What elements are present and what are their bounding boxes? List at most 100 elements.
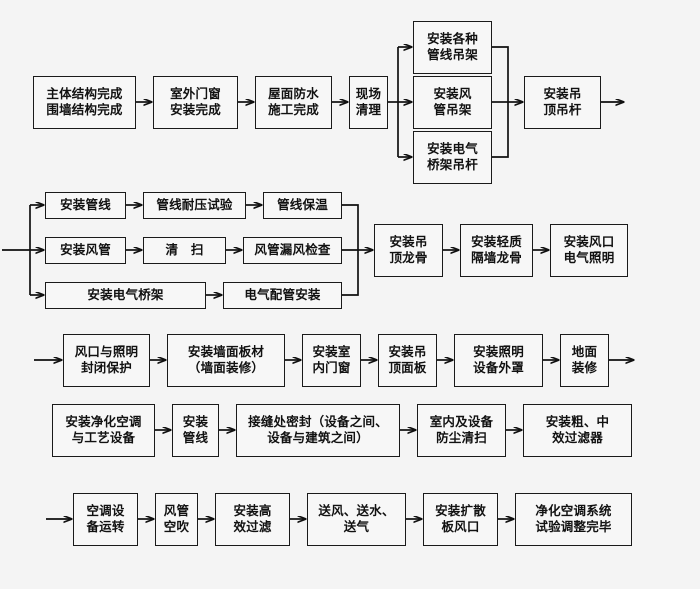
node-electrical-conduit-install[interactable]: 电气配管安装	[223, 282, 342, 309]
node-joint-sealing[interactable]: 接缝处密封（设备之间、 设备与建筑之间）	[236, 404, 400, 457]
node-line: 安装高	[233, 504, 272, 519]
node-line: 设备外罩	[473, 360, 524, 375]
node-line: 管吊架	[433, 102, 472, 117]
node-line: 试验调整完毕	[535, 519, 612, 534]
node-hvac-equipment-operation[interactable]: 空调设 备运转	[73, 493, 138, 546]
node-line: 围墙结构完成	[46, 102, 123, 117]
node-line: 安装轻质	[471, 235, 522, 250]
node-line: 与工艺设备	[71, 430, 136, 445]
node-install-cleanroom-hvac-equipment[interactable]: 安装净化空调 与工艺设备	[52, 404, 155, 457]
node-line: 安装粗、中	[545, 415, 610, 430]
node-line: 安装吊	[543, 87, 582, 102]
node-pipeline-pressure-test[interactable]: 管线耐压试验	[143, 192, 246, 219]
node-line: 安装各种	[427, 32, 478, 47]
node-line: 安装风口	[563, 235, 615, 250]
node-line: 风口与照明	[74, 345, 139, 360]
node-line: 装修	[571, 360, 598, 375]
node-line: 安装完成	[170, 102, 221, 117]
node-install-air-ducts[interactable]: 安装风管	[45, 237, 126, 264]
node-line: 效过滤器	[552, 430, 603, 445]
node-duct-air-blowing[interactable]: 风管 空吹	[155, 493, 198, 546]
node-line: 净化空调系统	[535, 504, 612, 519]
node-install-partition-keel[interactable]: 安装轻质 隔墙龙骨	[460, 224, 533, 277]
node-line: 隔墙龙骨	[471, 250, 522, 265]
node-line: 安装风	[433, 87, 472, 102]
node-install-ceiling-rods[interactable]: 安装吊 顶吊杆	[524, 76, 601, 129]
node-outlet-lighting-protection[interactable]: 风口与照明 封闭保护	[63, 334, 150, 387]
node-exterior-doors-windows[interactable]: 室外门窗 安装完成	[153, 76, 238, 129]
node-install-pipelines[interactable]: 安装管线	[45, 192, 126, 219]
node-line: 桥架吊杆	[427, 157, 478, 172]
node-line: 安装墙面板材	[187, 345, 265, 360]
node-install-electrical-tray-hangers[interactable]: 安装电气 桥架吊杆	[413, 131, 492, 184]
node-indoor-equipment-dust-cleaning[interactable]: 室内及设备 防尘清扫	[417, 404, 506, 457]
node-line: 室外门窗	[170, 87, 221, 102]
node-line: 安装扩散	[435, 504, 486, 519]
node-line: 送气	[343, 519, 370, 534]
node-line: 安装室	[312, 345, 351, 360]
node-install-lighting-covers[interactable]: 安装照明 设备外罩	[454, 334, 543, 387]
node-line: 安装	[182, 415, 209, 430]
node-line: 室内及设备	[429, 415, 494, 430]
node-install-duct-hangers[interactable]: 安装风 管吊架	[413, 76, 492, 129]
node-line: 顶面板	[388, 360, 427, 375]
node-line: 安装吊	[388, 345, 427, 360]
node-line: 顶龙骨	[389, 250, 428, 265]
node-line: 屋面防水	[268, 87, 319, 102]
node-line: 施工完成	[268, 102, 319, 117]
node-install-ceiling-panels[interactable]: 安装吊 顶面板	[378, 334, 437, 387]
node-line: 效过滤	[233, 519, 272, 534]
node-line: 送风、送水、	[318, 504, 395, 519]
node-line: 安装吊	[389, 235, 428, 250]
node-line: 空调设	[86, 504, 125, 519]
node-install-interior-doors-windows[interactable]: 安装室 内门窗	[302, 334, 361, 387]
node-line: 现场	[355, 87, 382, 102]
node-line: 封闭保护	[81, 360, 132, 375]
node-site-cleanup[interactable]: 现场 清理	[349, 76, 388, 129]
node-line: 清理	[355, 102, 382, 117]
node-line: 主体结构完成	[46, 87, 123, 102]
node-cleaning[interactable]: 清 扫	[143, 237, 226, 264]
node-line: 清 扫	[165, 242, 204, 257]
node-line: 安装照明	[473, 345, 524, 360]
node-line: 安装管线	[60, 197, 111, 212]
node-line: 电气配管安装	[244, 287, 321, 302]
node-install-ceiling-keel[interactable]: 安装吊 顶龙骨	[374, 224, 443, 277]
node-floor-finishing[interactable]: 地面 装修	[560, 334, 609, 387]
node-line: 电气照明	[563, 250, 615, 265]
node-cleanroom-hvac-commissioning-complete[interactable]: 净化空调系统 试验调整完毕	[515, 493, 632, 546]
node-install-coarse-medium-filters[interactable]: 安装粗、中 效过滤器	[523, 404, 632, 457]
node-install-hepa-filters[interactable]: 安装高 效过滤	[215, 493, 290, 546]
node-line: 管线吊架	[427, 47, 478, 62]
node-line: 地面	[571, 345, 598, 360]
node-line: 管线保温	[277, 197, 328, 212]
node-install-pipeline-hangers[interactable]: 安装各种 管线吊架	[413, 21, 492, 74]
node-duct-leak-test[interactable]: 风管漏风检查	[243, 237, 342, 264]
node-roof-waterproofing[interactable]: 屋面防水 施工完成	[255, 76, 332, 129]
node-line: 安装电气	[427, 142, 478, 157]
node-line: 空吹	[163, 519, 190, 534]
node-supply-air-water-gas[interactable]: 送风、送水、 送气	[307, 493, 406, 546]
node-line: 接缝处密封（设备之间、	[248, 415, 388, 430]
node-line: 安装净化空调	[65, 415, 142, 430]
node-line: 安装风管	[60, 242, 111, 257]
node-line: 板风口	[441, 519, 480, 534]
node-install-diffuser-outlets[interactable]: 安装扩散 板风口	[423, 493, 498, 546]
node-line: 设备与建筑之间）	[267, 430, 369, 445]
node-line: 安装电气桥架	[87, 287, 164, 302]
node-line: 管线耐压试验	[156, 197, 233, 212]
node-line: 管线	[182, 430, 209, 445]
node-install-air-outlet-lighting[interactable]: 安装风口 电气照明	[550, 224, 628, 277]
node-line: 内门窗	[312, 360, 351, 375]
node-main-structure-complete[interactable]: 主体结构完成 围墙结构完成	[33, 76, 136, 129]
node-install-electrical-tray[interactable]: 安装电气桥架	[45, 282, 206, 309]
node-line: 风管	[163, 504, 190, 519]
node-line: （墙面装修）	[187, 360, 265, 375]
node-line: 顶吊杆	[543, 102, 582, 117]
node-line: 风管漏风检查	[254, 242, 331, 257]
node-pipeline-insulation[interactable]: 管线保温	[263, 192, 342, 219]
node-install-pipelines-2[interactable]: 安装 管线	[172, 404, 219, 457]
node-install-wall-panels[interactable]: 安装墙面板材 （墙面装修）	[167, 334, 285, 387]
node-line: 备运转	[86, 519, 125, 534]
